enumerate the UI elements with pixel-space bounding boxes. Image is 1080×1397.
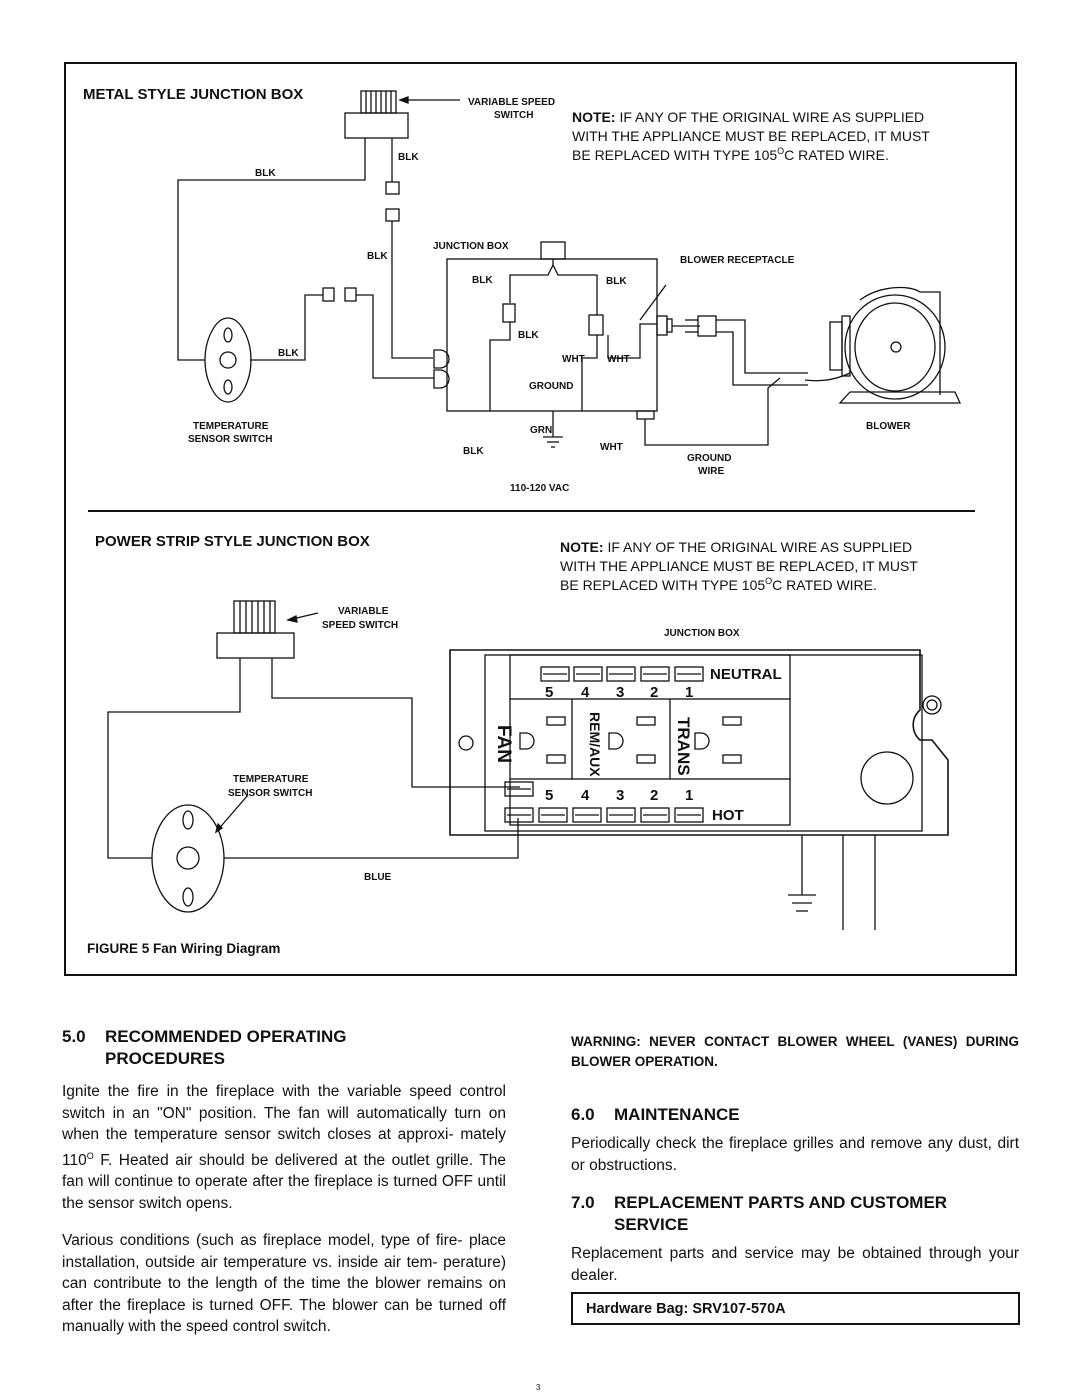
page-number: 3	[536, 1383, 541, 1392]
label-sensor-switch-2: SENSOR SWITCH	[228, 788, 312, 799]
metal-junction-box-title: METAL STYLE JUNCTION BOX	[83, 86, 303, 103]
neutral-num-3: 3	[616, 684, 624, 701]
label-speed-switch: SPEED SWITCH	[322, 620, 398, 631]
label-blk-4: BLK	[472, 275, 493, 286]
fan-wiring-diagram: METAL STYLE JUNCTION BOX VARIABLE SPEED …	[83, 86, 975, 956]
label-blk-6: BLK	[518, 330, 539, 341]
figure-frame	[64, 62, 1017, 976]
hot-num-5: 5	[545, 787, 553, 804]
label-blower: BLOWER	[866, 421, 911, 432]
variable-speed-switch-icon	[344, 90, 409, 139]
label-ground: GROUND	[529, 381, 573, 392]
label-trans: TRANS	[674, 717, 693, 776]
note1-line1: NOTE: IF ANY OF THE ORIGINAL WIRE AS SUP…	[572, 109, 924, 125]
temperature-sensor-switch-icon	[204, 317, 252, 403]
blower-icon	[804, 286, 962, 404]
label-variable: VARIABLE	[338, 606, 389, 617]
note1-line2: WITH THE APPLIANCE MUST BE REPLACED, IT …	[572, 128, 930, 144]
warning-text: WARNING: NEVER CONTACT BLOWER WHEEL (VAN…	[571, 1034, 1019, 1069]
label-wht-1: WHT	[562, 354, 585, 365]
label-fan: FAN	[493, 725, 514, 763]
note2-line1: NOTE: IF ANY OF THE ORIGINAL WIRE AS SUP…	[560, 539, 912, 555]
hardware-bag-box: Hardware Bag: SRV107-570A	[571, 1292, 1020, 1325]
neutral-num-1: 1	[685, 684, 693, 701]
neutral-num-4: 4	[581, 684, 590, 701]
right-column: WARNING: NEVER CONTACT BLOWER WHEEL (VAN…	[571, 1032, 1019, 1302]
label-wht-2: WHT	[607, 354, 630, 365]
label-blk-5: BLK	[606, 276, 627, 287]
hot-num-3: 3	[616, 787, 624, 804]
variable-speed-switch-2-icon	[216, 600, 295, 659]
hot-num-1: 1	[685, 787, 693, 804]
label-ground-wire-1: GROUND	[687, 453, 731, 464]
label-blue: BLUE	[364, 872, 392, 883]
section-5-paragraph-1: Ignite the fire in the fireplace with th…	[62, 1083, 506, 1212]
label-hot: HOT	[712, 807, 744, 824]
note1-line3: BE REPLACED WITH TYPE 105OC RATED WIRE.	[572, 146, 889, 163]
label-blk-1: BLK	[398, 152, 419, 163]
label-blk-3: BLK	[367, 251, 388, 262]
section-5-paragraph-2: Various conditions (such as fireplace mo…	[62, 1232, 506, 1336]
label-sensor-switch-1: SENSOR SWITCH	[188, 434, 272, 445]
label-blk-7: BLK	[278, 348, 299, 359]
power-strip-title: POWER STRIP STYLE JUNCTION BOX	[95, 533, 370, 550]
neutral-num-5: 5	[545, 684, 553, 701]
label-wht-3: WHT	[600, 442, 623, 453]
label-temperature-1: TEMPERATURE	[193, 421, 269, 432]
neutral-num-2: 2	[650, 684, 658, 701]
section-6-paragraph: Periodically check the fireplace grilles…	[571, 1135, 1019, 1174]
label-junction-box-2: JUNCTION BOX	[664, 628, 740, 639]
label-temperature-2: TEMPERATURE	[233, 774, 309, 785]
note2-line3: BE REPLACED WITH TYPE 105OC RATED WIRE.	[560, 576, 877, 593]
temperature-sensor-switch-2-icon	[151, 804, 225, 913]
label-switch: SWITCH	[494, 110, 533, 121]
figure-caption: FIGURE 5 Fan Wiring Diagram	[87, 941, 280, 956]
label-rem-aux: REM/AUX	[587, 712, 603, 777]
label-blower-receptacle: BLOWER RECEPTACLE	[680, 255, 795, 266]
note2-line2: WITH THE APPLIANCE MUST BE REPLACED, IT …	[560, 558, 918, 574]
label-ground-wire-2: WIRE	[698, 466, 724, 477]
label-junction-box-1: JUNCTION BOX	[433, 241, 509, 252]
label-blk-8: BLK	[463, 446, 484, 457]
label-variable-speed: VARIABLE SPEED	[468, 97, 555, 108]
label-voltage: 110-120 VAC	[510, 483, 569, 494]
section-7-paragraph: Replacement parts and service may be obt…	[571, 1245, 1019, 1284]
label-grn: GRN	[530, 425, 552, 436]
hot-num-4: 4	[581, 787, 590, 804]
label-neutral: NEUTRAL	[710, 666, 782, 683]
label-blk-2: BLK	[255, 168, 276, 179]
hot-num-2: 2	[650, 787, 658, 804]
